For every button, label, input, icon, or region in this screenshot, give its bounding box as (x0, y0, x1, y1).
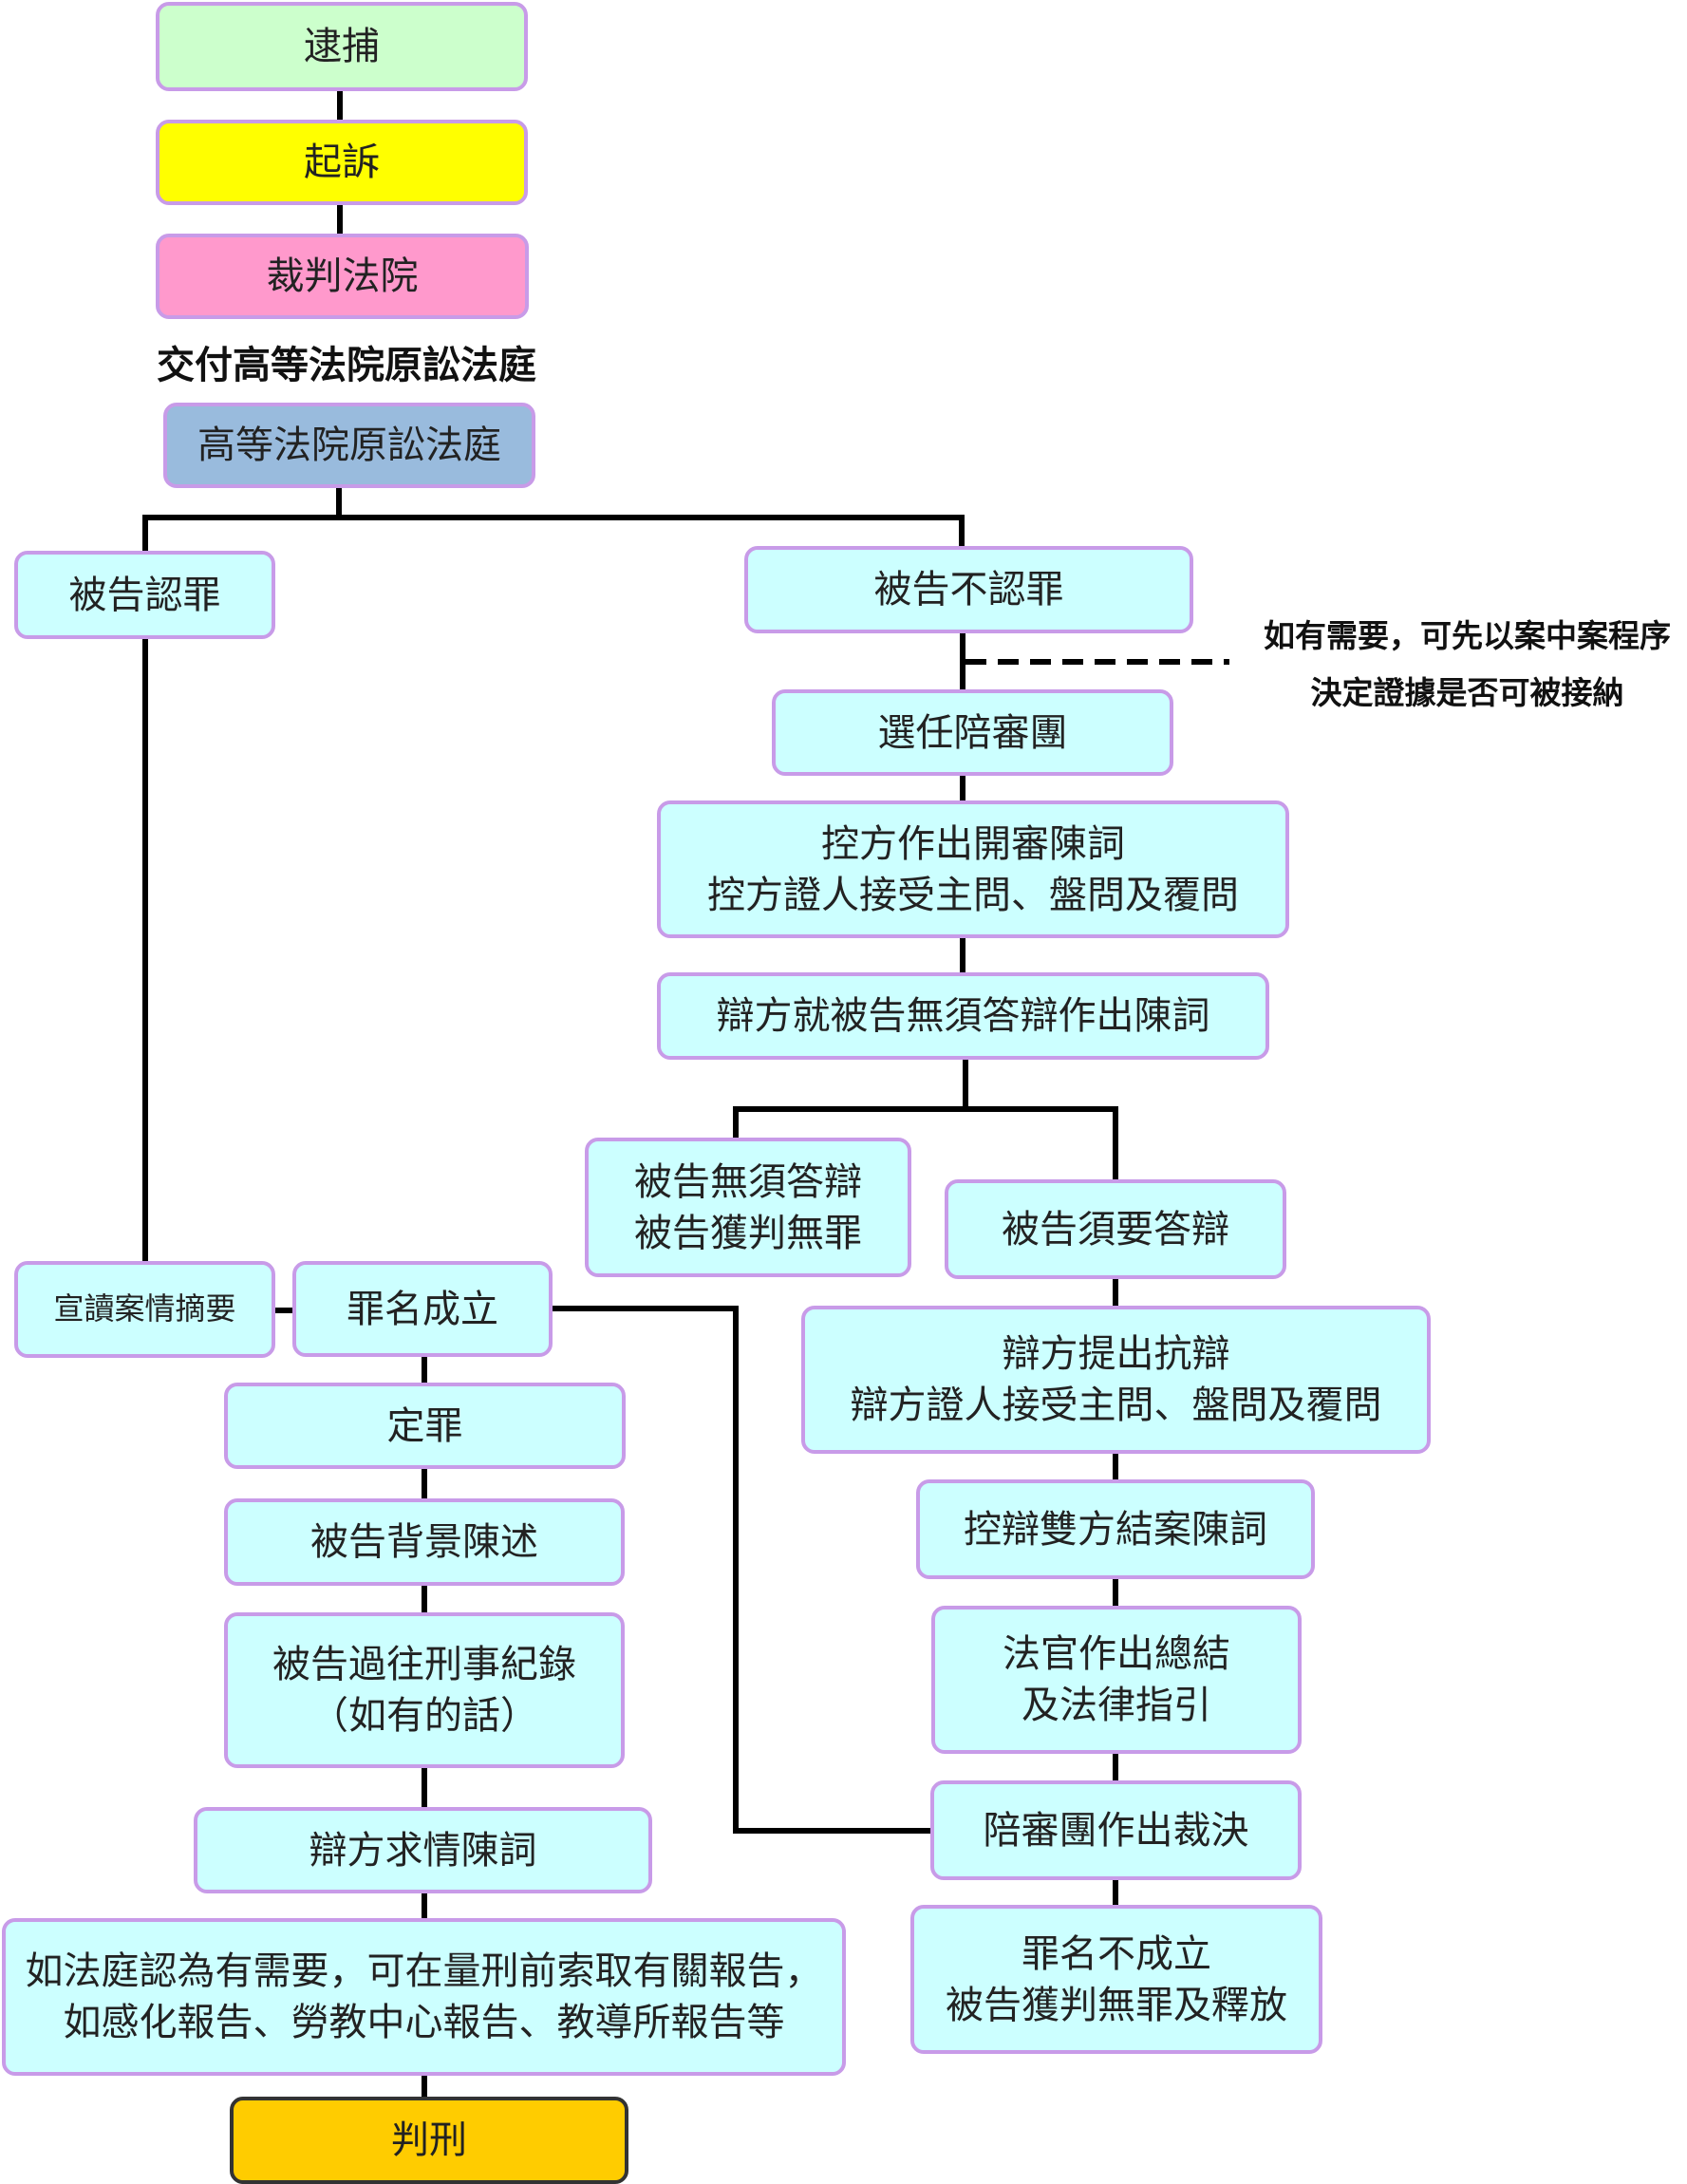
magistrate-label: 裁判法院 (266, 254, 419, 298)
mitigation-label: 辯方求情陳詞 (309, 1828, 537, 1873)
conviction-box: 定罪 (224, 1383, 626, 1469)
conviction-label: 定罪 (386, 1403, 463, 1448)
line-verdict-guilty (551, 1306, 932, 1834)
guilty-box: 罪名成立 (292, 1261, 553, 1357)
jury-selection-box: 選任陪審團 (772, 689, 1173, 776)
judge-summing-up-line-1: 法官作出總結 (1003, 1632, 1230, 1676)
arrest-label: 逮捕 (304, 25, 380, 68)
case-to-answer-box: 被告須要答辯 (945, 1179, 1286, 1279)
no-case-acquitted-line-1: 被告無須答辯 (634, 1159, 862, 1204)
reports-line-2: 如感化報告、勞教中心報告、教導所報告等 (63, 2001, 785, 2044)
voir-dire-line-2: 決定證據是否可被接納 (1310, 674, 1624, 711)
reports-box: 如法庭認為有需要，可在量刑前索取有關報告， 如感化報告、勞教中心報告、教導所報告… (2, 1918, 846, 2076)
high-court-label: 高等法院原訟法庭 (197, 424, 501, 467)
defence-case-line-1: 辯方提出抗辯 (1002, 1332, 1230, 1376)
plead-not-guilty-label: 被告不認罪 (873, 568, 1064, 612)
not-guilty-line-2: 被告獲判無罪及釋放 (946, 1983, 1287, 2027)
charge-box: 起訴 (156, 120, 528, 205)
jury-verdict-box: 陪審團作出裁決 (930, 1780, 1302, 1880)
sentence-box: 判刑 (230, 2097, 628, 2184)
not-guilty-line-1: 罪名不成立 (1022, 1931, 1211, 1976)
judge-summing-up-box: 法官作出總結 及法律指引 (931, 1606, 1302, 1754)
mitigation-box: 辯方求情陳詞 (194, 1807, 652, 1893)
background-box: 被告背景陳述 (224, 1498, 625, 1586)
line-highcourt-split (142, 515, 965, 560)
criminal-record-line-2: （如有的話） (310, 1694, 538, 1738)
judge-summing-up-line-2: 及法律指引 (1022, 1684, 1211, 1727)
connector-group (142, 91, 1118, 2099)
summary-of-facts-label: 宣讀案情摘要 (53, 1290, 236, 1327)
reports-line-1: 如法庭認為有需要，可在量刑前索取有關報告， (25, 1949, 823, 1993)
summary-of-facts-box: 宣讀案情摘要 (14, 1261, 275, 1358)
no-case-acquitted-box: 被告無須答辯 被告獲判無罪 (585, 1138, 911, 1277)
defence-case-line-2: 辯方證人接受主問、盤問及覆問 (850, 1384, 1382, 1427)
no-case-acquitted-line-2: 被告獲判無罪 (634, 1211, 862, 1255)
plead-guilty-label: 被告認罪 (68, 573, 221, 617)
no-case-submission-label: 辯方就被告無須答辯作出陳詞 (716, 994, 1210, 1038)
criminal-record-line-1: 被告過往刑事紀錄 (272, 1643, 576, 1686)
charge-label: 起訴 (304, 141, 380, 184)
prosecution-case-box: 控方作出開審陳詞 控方證人接受主問、盤問及覆問 (657, 800, 1289, 938)
prosecution-case-line-1: 控方作出開審陳詞 (821, 821, 1125, 866)
background-label: 被告背景陳述 (310, 1520, 538, 1564)
jury-selection-label: 選任陪審團 (877, 710, 1068, 755)
not-guilty-box: 罪名不成立 被告獲判無罪及釋放 (910, 1905, 1322, 2054)
plead-guilty-box: 被告認罪 (14, 551, 275, 639)
voir-dire-line-1: 如有需要，可先以案中案程序 (1264, 617, 1671, 654)
no-case-submission-box: 辯方就被告無須答辯作出陳詞 (657, 972, 1269, 1060)
prosecution-case-line-2: 控方證人接受主問、盤問及覆問 (707, 873, 1239, 917)
jury-verdict-label: 陪審團作出裁決 (983, 1808, 1249, 1853)
sentence-label: 判刑 (391, 2118, 467, 2162)
plead-not-guilty-box: 被告不認罪 (744, 546, 1193, 633)
arrest-box: 逮捕 (156, 2, 528, 91)
closing-speeches-box: 控辯雙方結案陳詞 (916, 1479, 1315, 1579)
criminal-record-box: 被告過往刑事紀錄 （如有的話） (224, 1612, 625, 1768)
voir-dire-note: 如有需要，可先以案中案程序 決定證據是否可被接納 (1251, 608, 1683, 722)
case-to-answer-label: 被告須要答辯 (1002, 1207, 1229, 1252)
committal-label: 交付高等法院原訟法庭 (157, 344, 536, 387)
defence-case-box: 辯方提出抗辯 辯方證人接受主問、盤問及覆問 (801, 1306, 1431, 1454)
high-court-box: 高等法院原訟法庭 (163, 403, 535, 488)
line-nocase-split (733, 1106, 1118, 1182)
guilty-label: 罪名成立 (347, 1287, 498, 1331)
magistrate-box: 裁判法院 (156, 234, 529, 319)
closing-speeches-label: 控辯雙方結案陳詞 (964, 1507, 1267, 1552)
